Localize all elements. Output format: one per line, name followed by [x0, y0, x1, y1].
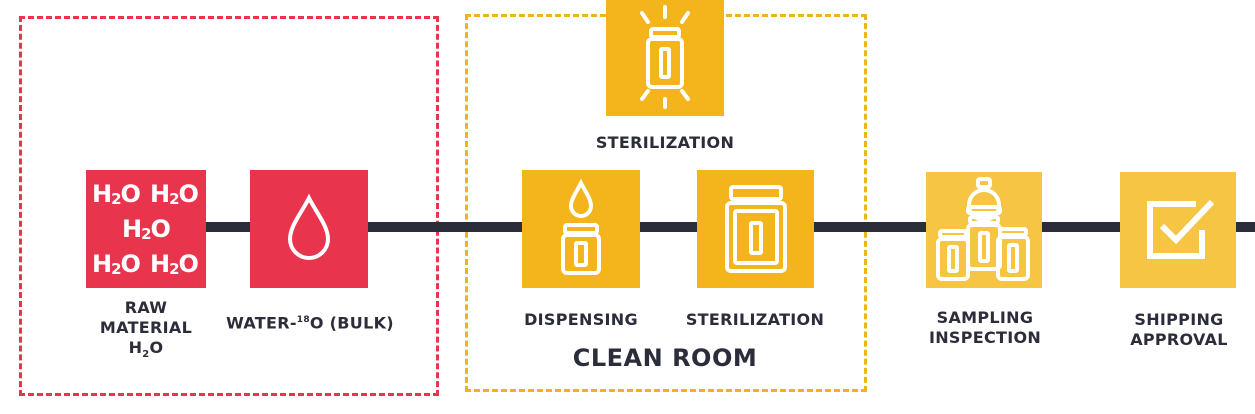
shipping-approval-label: SHIPPING APPROVAL	[1130, 310, 1228, 349]
sterilization-tile	[697, 170, 814, 288]
raw-material-label: RAW MATERIAL H2O	[99, 298, 193, 361]
sampling-jars-icon	[936, 177, 1030, 281]
clean-room-label: CLEAN ROOM	[572, 344, 758, 372]
dispensing-drop-icon	[561, 179, 601, 275]
raw-material-tile: H2O H2O H2O H2O H2O	[86, 170, 206, 288]
connector-line-6	[1236, 222, 1255, 232]
connector-line-2	[368, 222, 523, 232]
checkbox-icon	[1147, 199, 1215, 259]
raw-material-zone-frame	[19, 16, 439, 396]
connector-line-3	[640, 222, 697, 232]
sterilization-top-label: STERILIZATION	[595, 133, 735, 152]
sterilization-top-tile	[606, 0, 724, 116]
water-bulk-label: WATER-18O (BULK)	[226, 313, 394, 333]
dispensing-label: DISPENSING	[524, 310, 638, 329]
jar-icon	[724, 185, 787, 273]
water-bulk-tile	[250, 170, 368, 288]
water-drop-icon	[287, 194, 331, 260]
connector-line-1	[205, 222, 250, 232]
h2o-molecules-icon: H2O H2O H2O H2O H2O	[92, 180, 199, 278]
sampling-inspection-label: SAMPLING INSPECTION	[928, 308, 1042, 347]
sterilization-jar-icon	[640, 5, 690, 109]
connector-line-5	[1042, 222, 1120, 232]
dispensing-tile	[522, 170, 640, 288]
sterilization-label: STERILIZATION	[685, 310, 825, 329]
shipping-approval-tile	[1120, 172, 1236, 288]
sampling-inspection-tile	[926, 172, 1042, 288]
connector-line-4	[814, 222, 926, 232]
